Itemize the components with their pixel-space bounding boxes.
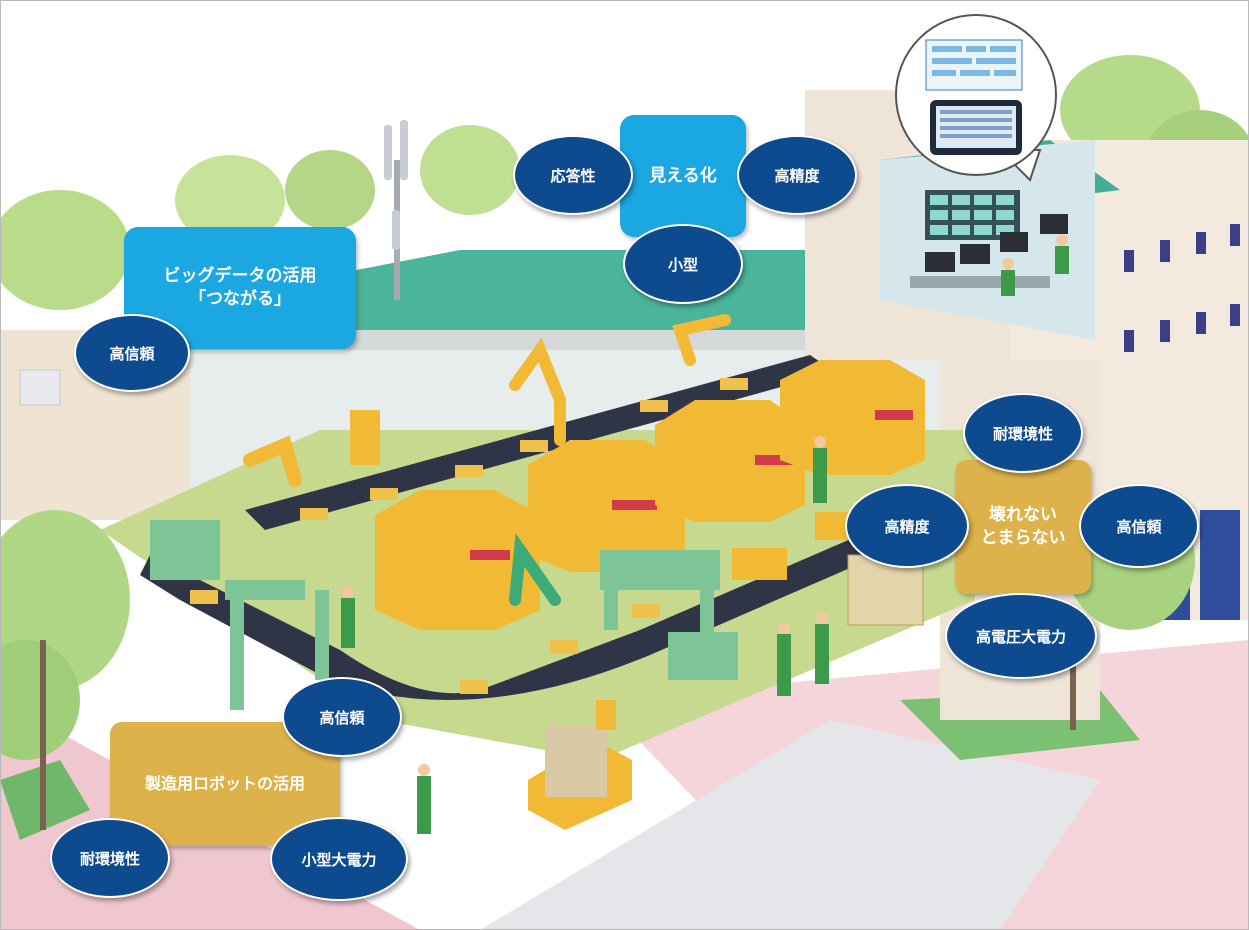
operators — [1001, 234, 1069, 296]
office-windows — [1124, 224, 1240, 352]
robot-environment-oval: 耐環境性 — [50, 818, 170, 898]
conveyor-items — [190, 378, 748, 694]
visibility-callout: 見える化 — [620, 115, 746, 237]
workers — [341, 436, 829, 834]
robustness-line1: 壊れない — [989, 505, 1057, 526]
road — [480, 720, 1100, 930]
factory-roof — [150, 250, 975, 330]
robustness-precision-oval: 高精度 — [845, 484, 969, 568]
responsiveness-oval: 応答性 — [513, 135, 633, 215]
compact-oval: 小型 — [623, 224, 743, 304]
robustness-callout: 壊れない とまらない — [955, 460, 1091, 594]
automated-guided-vehicle — [528, 700, 632, 830]
robustness-line2: とまらない — [980, 528, 1066, 548]
bigdata-callout: ビッグデータの活用 「つながる」 — [124, 227, 356, 349]
high-voltage-oval: 高電圧大電力 — [945, 593, 1097, 679]
operator-desks — [910, 214, 1068, 288]
dashboard-zoom-bubble — [895, 14, 1057, 182]
roof-edge — [190, 330, 975, 350]
robot-label: 製造用ロボットの活用 — [144, 774, 305, 794]
bigdata-title: ビッグデータの活用 — [163, 266, 317, 287]
visibility-label: 見える化 — [649, 165, 717, 186]
outdoor-unit — [19, 369, 61, 406]
visibility-precision-oval: 高精度 — [737, 135, 857, 215]
inspection-gates — [150, 520, 738, 710]
processing-machines — [375, 360, 925, 630]
compact-high-power-oval: 小型大電力 — [270, 817, 408, 901]
monitor-wall — [925, 190, 1020, 240]
robustness-reliability-oval: 高信頼 — [1079, 484, 1199, 568]
bigdata-subtitle: 「つながる」 — [189, 289, 291, 309]
antenna-tower — [384, 120, 408, 300]
robot-reliability-oval: 高信頼 — [282, 677, 402, 757]
environment-resistance-oval: 耐環境性 — [963, 393, 1083, 473]
bigdata-reliability-oval: 高信頼 — [74, 314, 190, 392]
robot-arms — [243, 314, 731, 606]
